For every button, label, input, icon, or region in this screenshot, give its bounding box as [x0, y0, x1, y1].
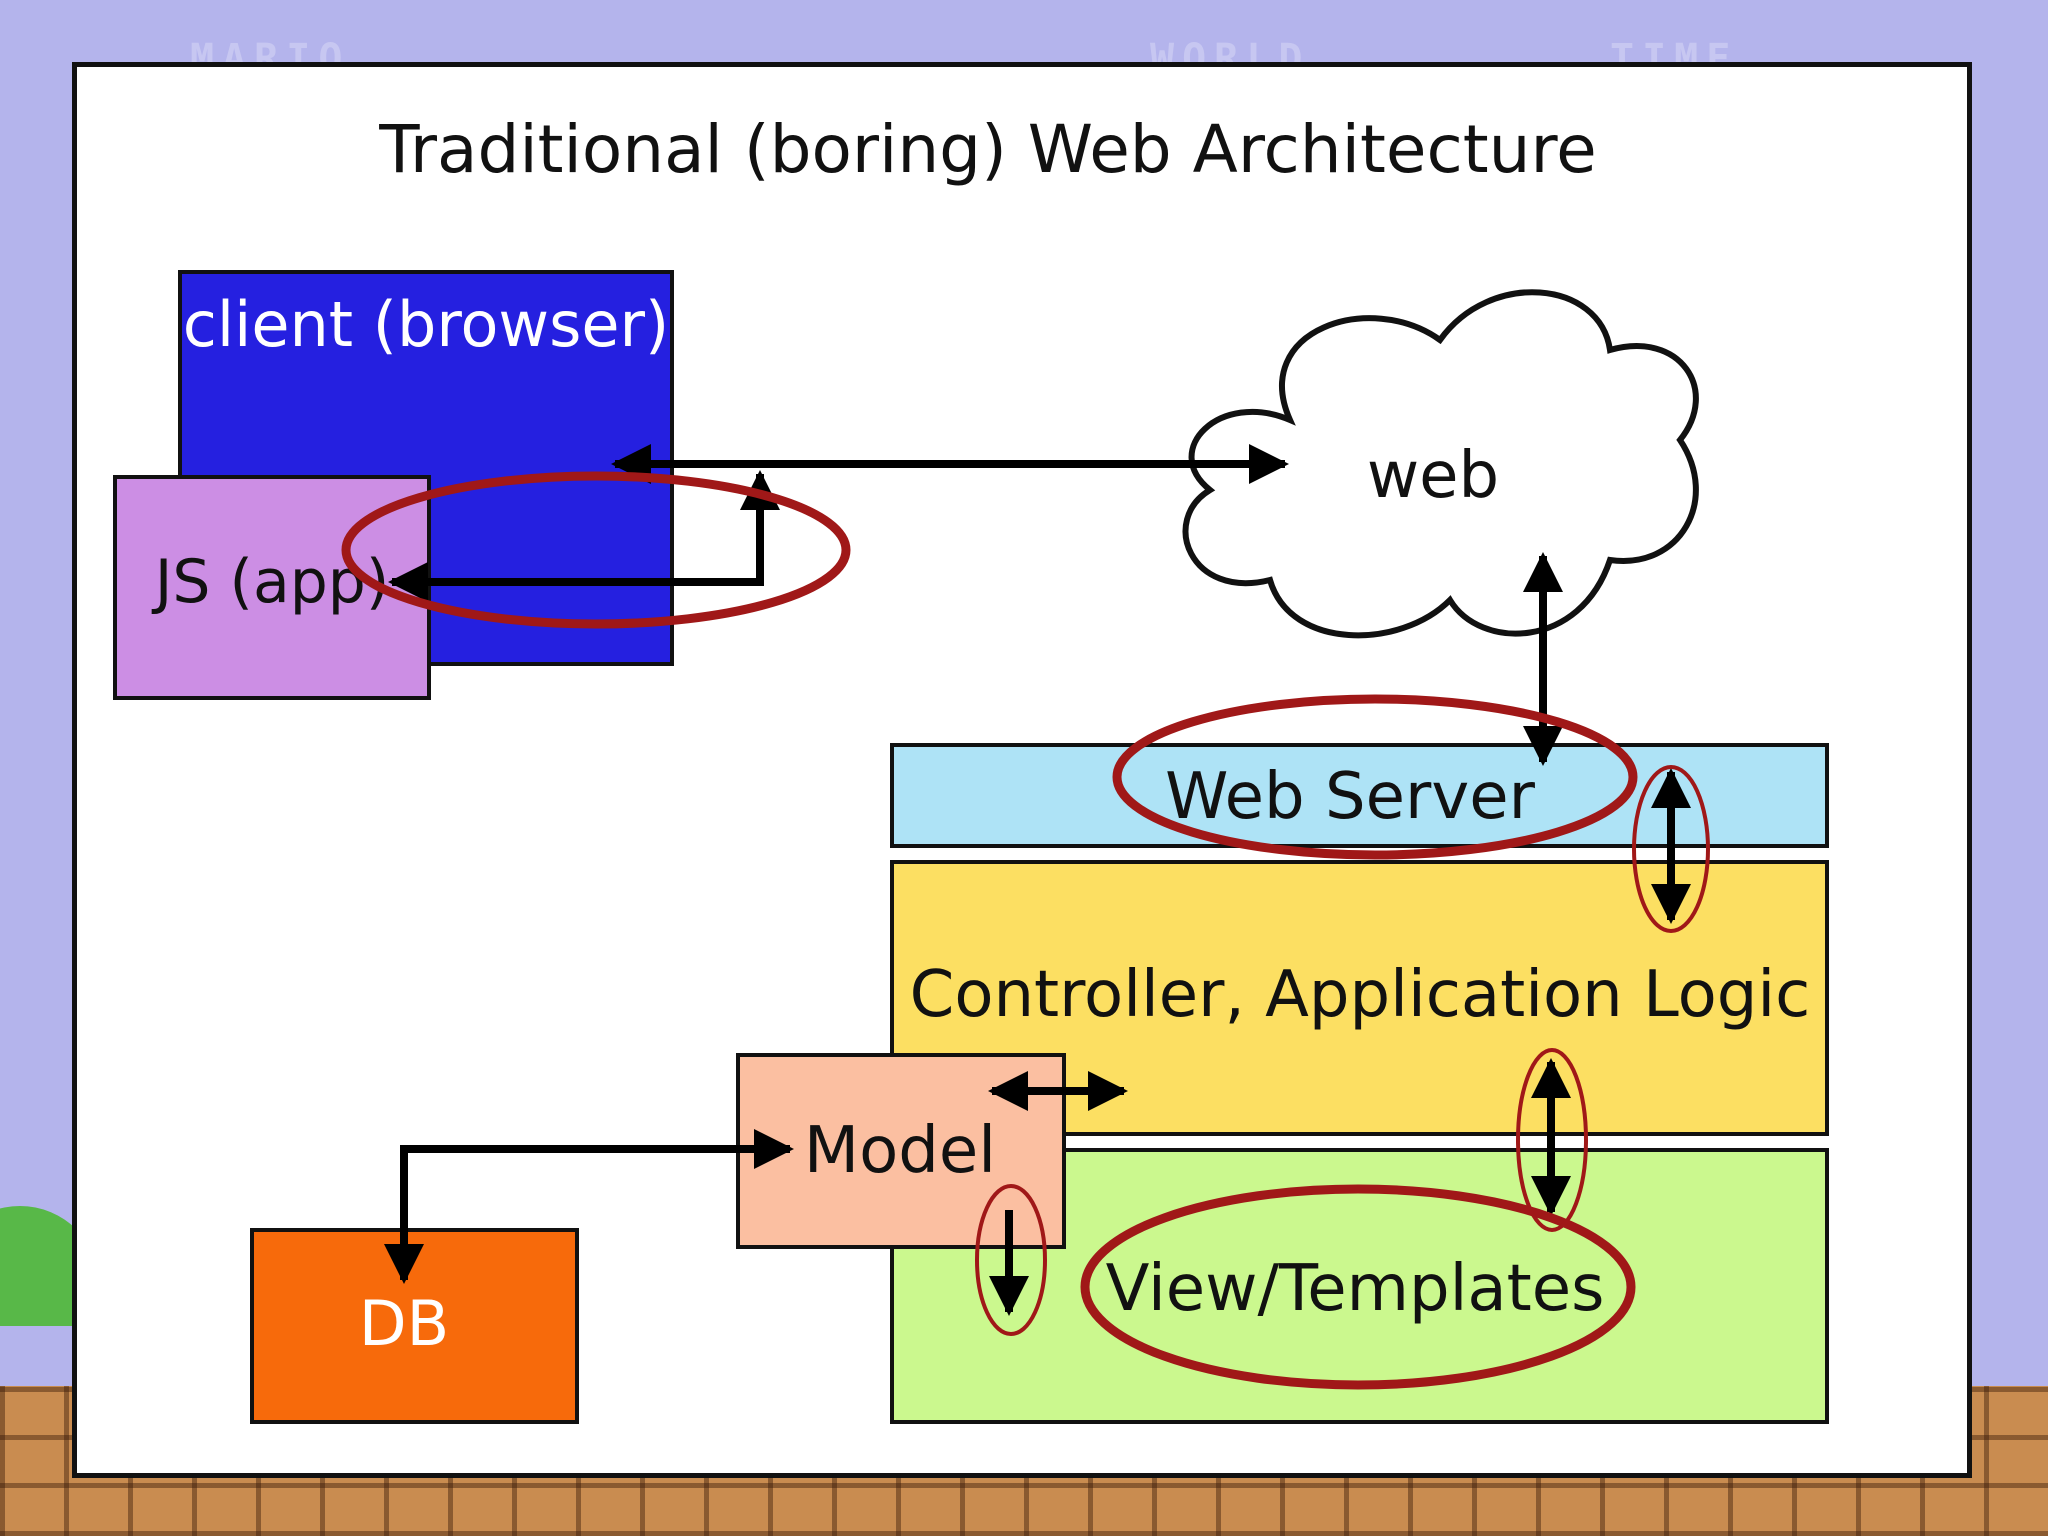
highlight-view-templates	[1080, 1184, 1636, 1390]
controller-label: Controller, Application Logic	[910, 958, 1811, 1032]
web-cloud-label: web	[1367, 439, 1499, 513]
highlight-server-controller-arrow	[1632, 765, 1710, 933]
js-app-label: JS (app)	[151, 547, 390, 617]
db-label: DB	[359, 1287, 449, 1360]
arrow-js-to-network	[388, 470, 780, 602]
web-server-label: Web Server	[1165, 760, 1535, 834]
highlight-model-view-arrow	[975, 1184, 1047, 1336]
highlight-controller-view-arrow	[1516, 1048, 1588, 1232]
arrow-group	[384, 444, 1691, 1316]
client-browser-label: client (browser)	[183, 288, 669, 361]
view-templates-label: View/Templates	[1106, 1252, 1605, 1326]
web-cloud-shape	[1182, 289, 1699, 639]
arrow-db-to-model	[384, 1129, 794, 1284]
highlight-web-server	[1112, 694, 1638, 860]
highlight-ellipses	[341, 471, 1710, 1390]
model-label: Model	[804, 1114, 996, 1188]
diagram-title: Traditional (boring) Web Architecture	[378, 111, 1597, 188]
highlight-client-js	[341, 471, 851, 629]
